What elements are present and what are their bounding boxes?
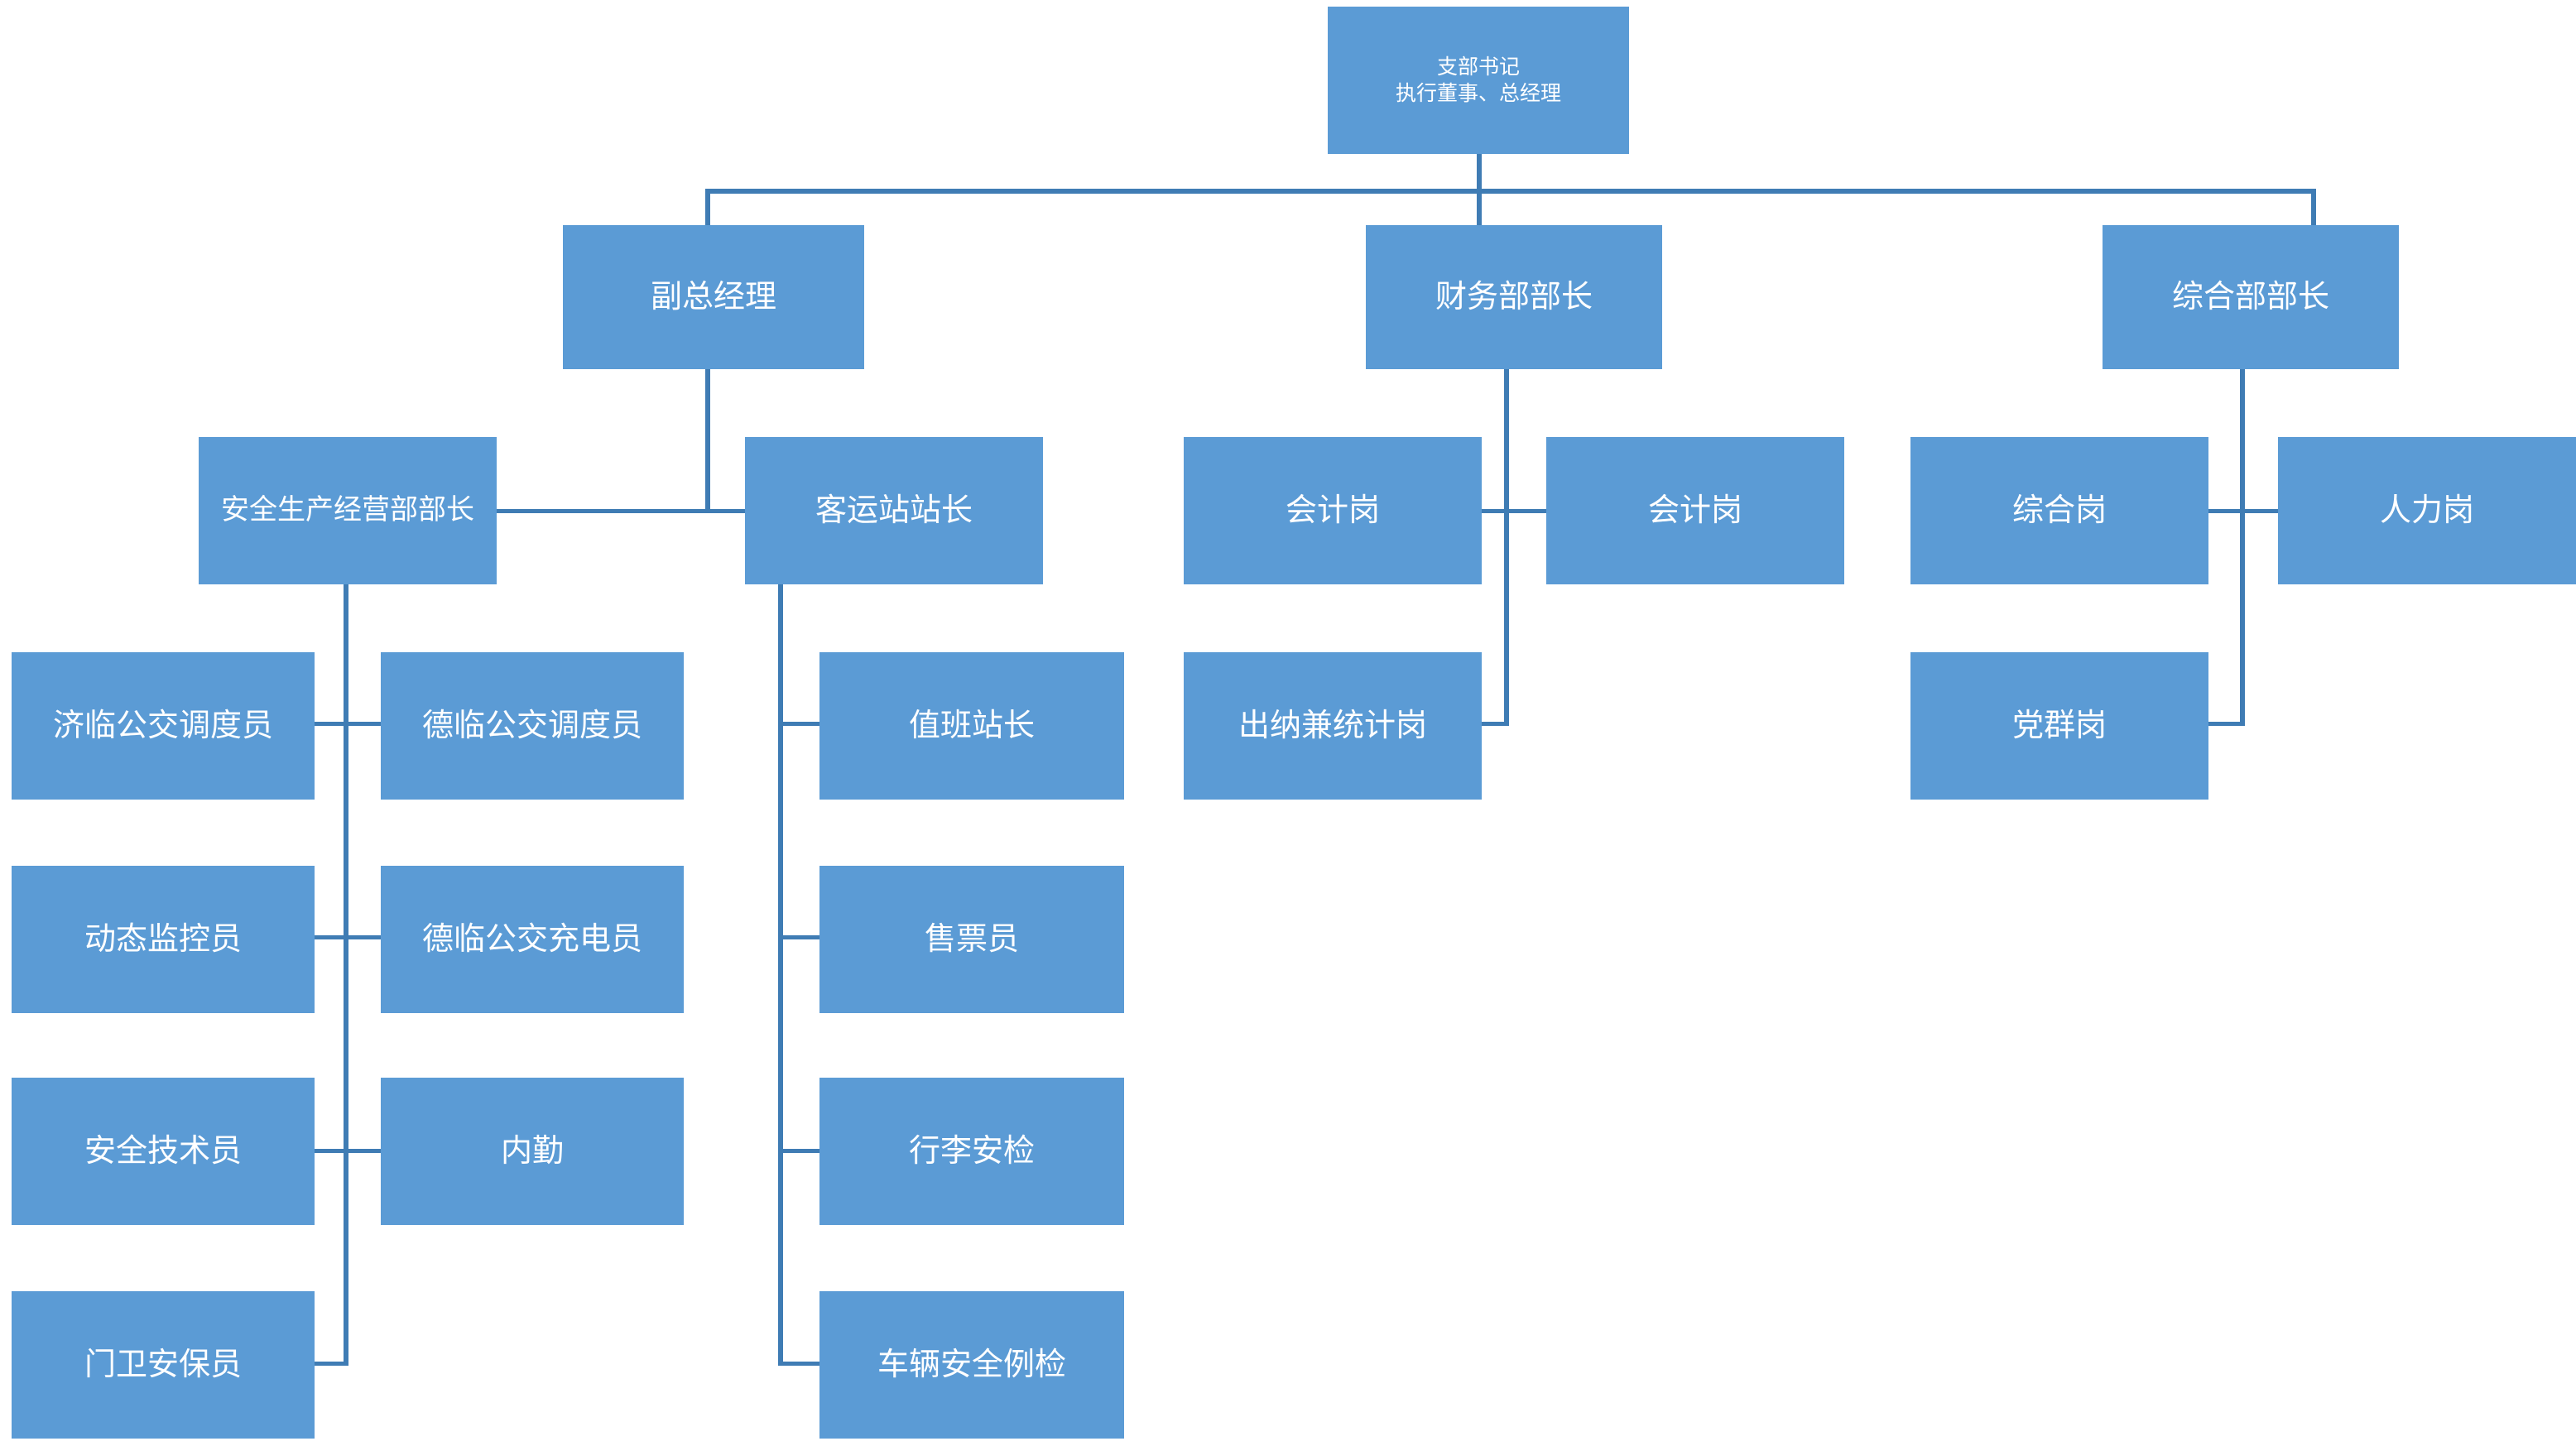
node-root-label: 支部书记 执行董事、总经理 xyxy=(1395,55,1561,105)
node-party-post[interactable]: 党群岗 xyxy=(1910,652,2208,800)
node-accountant-2-label: 会计岗 xyxy=(1647,492,1742,528)
node-safety-technician-label: 安全技术员 xyxy=(84,1133,242,1169)
connector-root-stem xyxy=(1477,151,1482,192)
node-ticket-clerk[interactable]: 售票员 xyxy=(819,866,1124,1013)
connector-general-row2 xyxy=(2206,722,2245,726)
node-hr-post[interactable]: 人力岗 xyxy=(2278,437,2576,584)
connector-drop-general-head xyxy=(2311,189,2316,230)
node-vehicle-inspection[interactable]: 车辆安全例检 xyxy=(819,1291,1124,1439)
node-general-post-label: 综合岗 xyxy=(2011,492,2107,528)
connector-safety-head-spine xyxy=(344,584,348,1365)
node-hr-post-label: 人力岗 xyxy=(2379,492,2474,528)
node-safety-head-label: 安全生产经营部部长 xyxy=(221,494,474,526)
node-office-clerk[interactable]: 内勤 xyxy=(381,1078,684,1225)
connector-station-row3 xyxy=(778,1149,819,1153)
connector-level1-bus xyxy=(705,189,2316,194)
node-finance-head-label: 财务部部长 xyxy=(1435,279,1593,315)
node-cashier-stat[interactable]: 出纳兼统计岗 xyxy=(1184,652,1482,800)
node-dynamic-monitor-label: 动态监控员 xyxy=(84,921,242,957)
connector-safety-row3 xyxy=(315,1149,385,1153)
node-jilin-dispatcher[interactable]: 济临公交调度员 xyxy=(12,652,315,800)
connector-general-head-spine xyxy=(2240,367,2245,724)
node-ticket-clerk-label: 售票员 xyxy=(924,921,1019,957)
node-safety-technician[interactable]: 安全技术员 xyxy=(12,1078,315,1225)
node-vice-gm-label: 副总经理 xyxy=(650,279,776,315)
node-station-master-label: 客运站站长 xyxy=(815,492,973,528)
node-office-clerk-label: 内勤 xyxy=(500,1133,564,1169)
node-duty-station-master[interactable]: 值班站长 xyxy=(819,652,1124,800)
node-baggage-security-label: 行李安检 xyxy=(908,1133,1035,1169)
node-accountant-1-label: 会计岗 xyxy=(1285,492,1380,528)
connector-safety-row2 xyxy=(315,935,385,939)
node-duty-station-master-label: 值班站长 xyxy=(908,708,1035,743)
connector-general-row1 xyxy=(2208,509,2283,513)
node-finance-head[interactable]: 财务部部长 xyxy=(1366,225,1662,369)
node-gate-guard[interactable]: 门卫安保员 xyxy=(12,1291,315,1439)
node-cashier-stat-label: 出纳兼统计岗 xyxy=(1238,708,1427,743)
connector-station-row2 xyxy=(778,935,819,939)
connector-station-row4 xyxy=(778,1362,819,1366)
node-general-head-label: 综合部部长 xyxy=(2171,279,2329,315)
connector-safety-row4 xyxy=(315,1362,348,1366)
node-accountant-2[interactable]: 会计岗 xyxy=(1546,437,1844,584)
connector-finance-row1 xyxy=(1482,509,1548,513)
node-delin-dispatcher[interactable]: 德临公交调度员 xyxy=(381,652,684,800)
node-root[interactable]: 支部书记 执行董事、总经理 xyxy=(1328,7,1629,154)
node-party-post-label: 党群岗 xyxy=(2011,708,2107,743)
node-safety-head[interactable]: 安全生产经营部部长 xyxy=(199,437,497,584)
connector-station-master-spine xyxy=(778,584,783,1365)
node-delin-charger[interactable]: 德临公交充电员 xyxy=(381,866,684,1013)
node-delin-charger-label: 德临公交充电员 xyxy=(421,921,642,957)
node-baggage-security[interactable]: 行李安检 xyxy=(819,1078,1124,1225)
connector-vice-gm-stem xyxy=(705,367,710,512)
node-jilin-dispatcher-label: 济临公交调度员 xyxy=(52,708,273,743)
node-dynamic-monitor[interactable]: 动态监控员 xyxy=(12,866,315,1013)
connector-vice-gm-crossbar xyxy=(493,509,750,513)
node-station-master[interactable]: 客运站站长 xyxy=(745,437,1043,584)
node-delin-dispatcher-label: 德临公交调度员 xyxy=(421,708,642,743)
connector-drop-vice-gm xyxy=(705,189,710,230)
connector-station-row1 xyxy=(778,722,819,726)
node-gate-guard-label: 门卫安保员 xyxy=(84,1347,242,1382)
connector-finance-row2 xyxy=(1475,722,1509,726)
connector-drop-finance-head xyxy=(1477,189,1482,230)
connector-safety-row1 xyxy=(315,722,385,726)
node-general-head[interactable]: 综合部部长 xyxy=(2103,225,2399,369)
node-general-post[interactable]: 综合岗 xyxy=(1910,437,2208,584)
node-vehicle-inspection-label: 车辆安全例检 xyxy=(877,1347,1066,1382)
connector-finance-head-spine xyxy=(1504,367,1509,724)
node-accountant-1[interactable]: 会计岗 xyxy=(1184,437,1482,584)
node-vice-gm[interactable]: 副总经理 xyxy=(563,225,864,369)
